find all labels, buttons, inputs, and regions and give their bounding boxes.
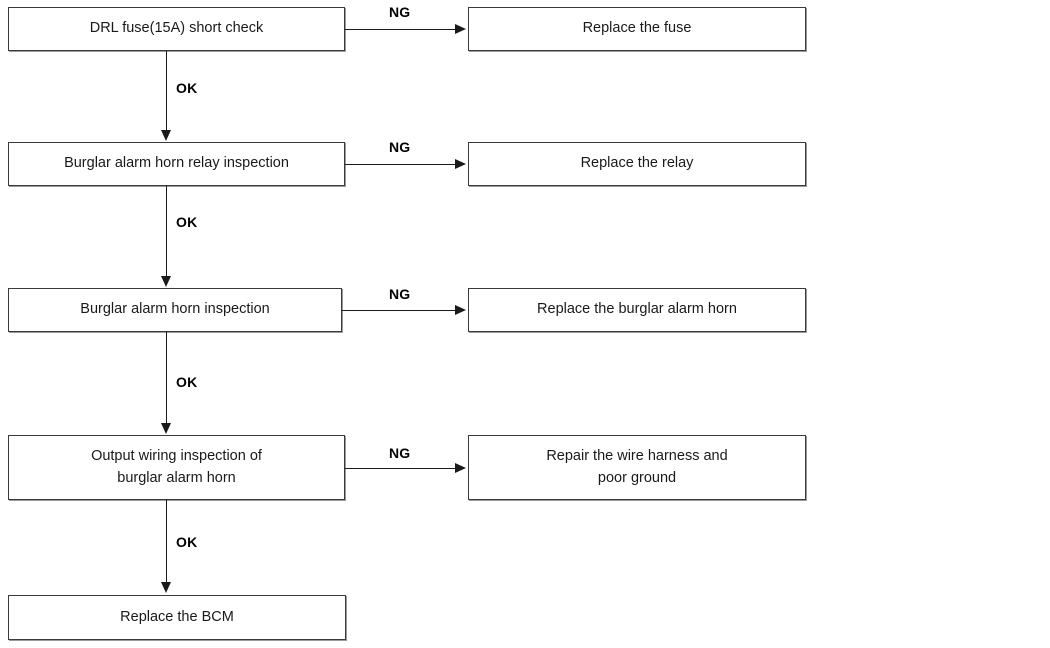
connector-ok-1 bbox=[166, 51, 167, 131]
process-box-label: Output wiring inspection of burglar alar… bbox=[91, 448, 262, 486]
process-box-label: Burglar alarm horn inspection bbox=[80, 301, 270, 318]
edge-label-ok-4: OK bbox=[176, 534, 198, 550]
connector-ng-1 bbox=[345, 29, 456, 30]
process-box-label: Burglar alarm horn relay inspection bbox=[64, 155, 289, 172]
connector-ng-2 bbox=[345, 164, 456, 165]
edge-label-ng-2: NG bbox=[389, 139, 411, 155]
process-box-output-wiring-inspection[interactable]: Output wiring inspection of burglar alar… bbox=[8, 435, 345, 500]
action-box-repair-wire-harness[interactable]: Repair the wire harness and poor ground bbox=[468, 435, 806, 500]
terminal-box-replace-the-bcm[interactable]: Replace the BCM bbox=[8, 595, 346, 640]
process-box-horn-inspection[interactable]: Burglar alarm horn inspection bbox=[8, 288, 342, 332]
action-box-label: Replace the fuse bbox=[582, 20, 692, 37]
arrowhead-ng-4 bbox=[455, 463, 466, 473]
edge-label-ok-3: OK bbox=[176, 374, 198, 390]
arrowhead-ng-1 bbox=[455, 24, 466, 34]
action-box-label: Replace the burglar alarm horn bbox=[537, 301, 737, 318]
arrowhead-ng-2 bbox=[455, 159, 466, 169]
process-box-horn-relay-inspection[interactable]: Burglar alarm horn relay inspection bbox=[8, 142, 345, 186]
connector-ng-3 bbox=[342, 310, 456, 311]
edge-label-ok-1: OK bbox=[176, 80, 198, 96]
action-box-replace-the-relay[interactable]: Replace the relay bbox=[468, 142, 806, 186]
arrowhead-ok-2 bbox=[161, 276, 171, 287]
connector-ng-4 bbox=[345, 468, 456, 469]
arrowhead-ok-4 bbox=[161, 582, 171, 593]
process-box-drl-fuse-short-check[interactable]: DRL fuse(15A) short check bbox=[8, 7, 345, 51]
connector-ok-4 bbox=[166, 500, 167, 583]
connector-ok-3 bbox=[166, 332, 167, 424]
process-box-label: DRL fuse(15A) short check bbox=[89, 20, 264, 37]
edge-label-ng-4: NG bbox=[389, 445, 411, 461]
arrowhead-ok-1 bbox=[161, 130, 171, 141]
action-box-replace-burglar-alarm-horn[interactable]: Replace the burglar alarm horn bbox=[468, 288, 806, 332]
edge-label-ok-2: OK bbox=[176, 214, 198, 230]
terminal-box-label: Replace the BCM bbox=[120, 608, 234, 625]
arrowhead-ng-3 bbox=[455, 305, 466, 315]
action-box-replace-the-fuse[interactable]: Replace the fuse bbox=[468, 7, 806, 51]
edge-label-ng-1: NG bbox=[389, 4, 411, 20]
connector-ok-2 bbox=[166, 186, 167, 277]
arrowhead-ok-3 bbox=[161, 423, 171, 434]
action-box-label: Repair the wire harness and poor ground bbox=[546, 448, 728, 486]
action-box-label: Replace the relay bbox=[580, 155, 694, 172]
edge-label-ng-3: NG bbox=[389, 286, 411, 302]
